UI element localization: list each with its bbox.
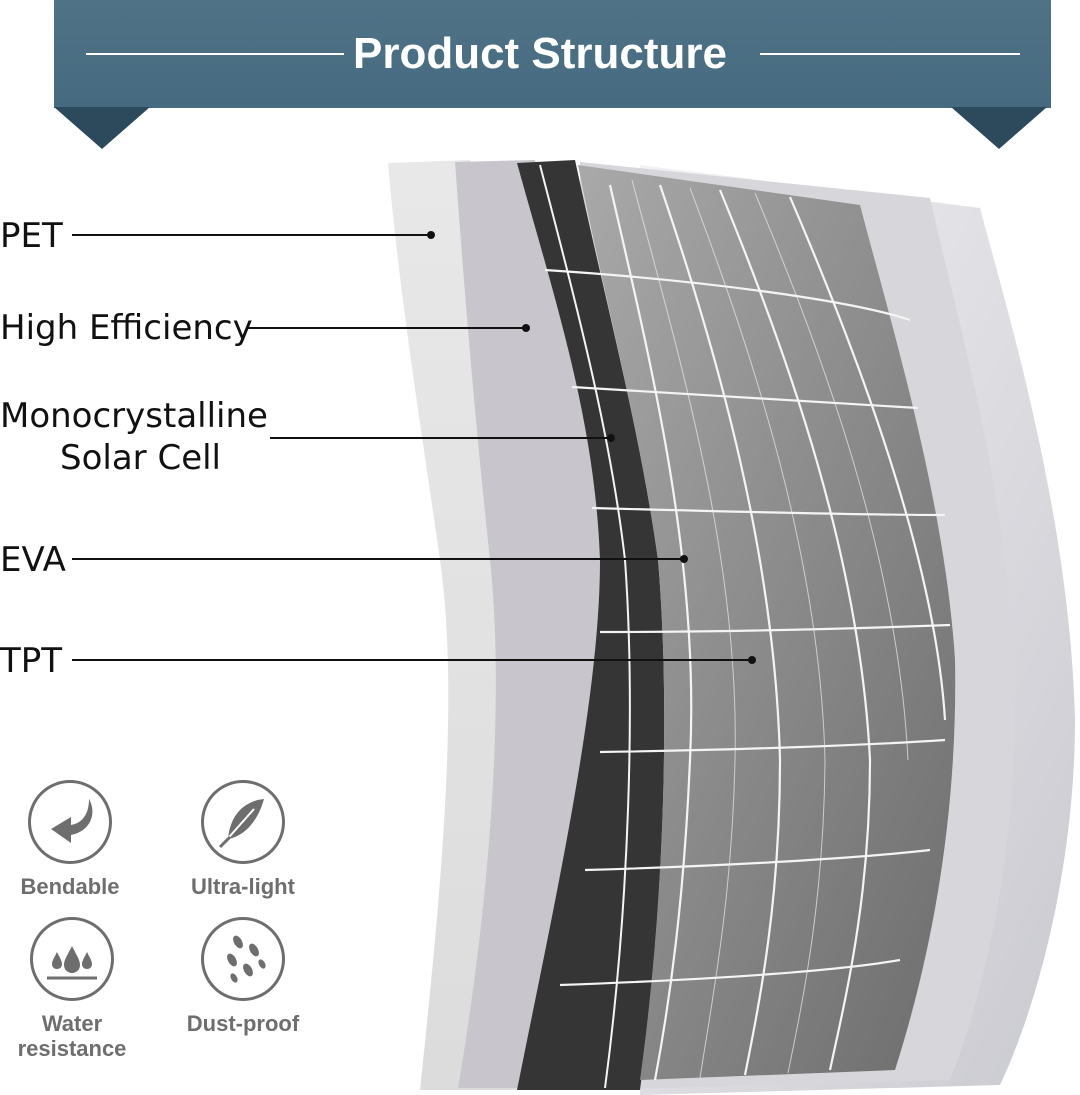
feature-caption-ultra-light: Ultra-light (191, 874, 295, 899)
leader-eva (72, 558, 684, 560)
pointer-dot-monocrystalline (607, 434, 615, 442)
label-solar-cell: Solar Cell (60, 438, 222, 478)
bend-arrow-icon (28, 780, 112, 864)
leader-high-efficiency (246, 327, 524, 329)
cell-busbars (544, 184, 951, 1081)
banner-rule-right (760, 53, 1020, 55)
pointer-dot-high-efficiency (522, 324, 530, 332)
label-pet: PET (0, 216, 63, 256)
leader-tpt (72, 659, 752, 661)
feature-caption-dust-proof: Dust-proof (186, 1011, 300, 1036)
dust-particles-icon (201, 917, 285, 1001)
label-monocrystalline: Monocrystalline (0, 396, 268, 436)
label-high-efficiency: High Efficiency (0, 308, 253, 348)
leader-monocrystalline (270, 437, 610, 439)
banner-rule-left (86, 53, 344, 55)
water-drops-icon (30, 917, 114, 1001)
banner-fold-left (54, 107, 150, 149)
pointer-dot-eva (680, 555, 688, 563)
feather-icon (201, 780, 285, 864)
banner-fold-right (951, 107, 1047, 149)
frame-edge-line (539, 164, 631, 1089)
cell-fingers (631, 179, 909, 1079)
panel-frame (517, 160, 665, 1090)
leader-pet (72, 234, 430, 236)
label-eva: EVA (0, 540, 66, 580)
feature-caption-bendable: Bendable (20, 874, 120, 899)
feature-bendable: Bendable (0, 780, 150, 899)
pointer-dot-pet (427, 231, 435, 239)
pointer-dot-tpt (748, 656, 756, 664)
feature-dust-proof: Dust-proof (163, 917, 323, 1036)
label-tpt: TPT (0, 641, 63, 681)
feature-ultra-light: Ultra-light (163, 780, 323, 899)
